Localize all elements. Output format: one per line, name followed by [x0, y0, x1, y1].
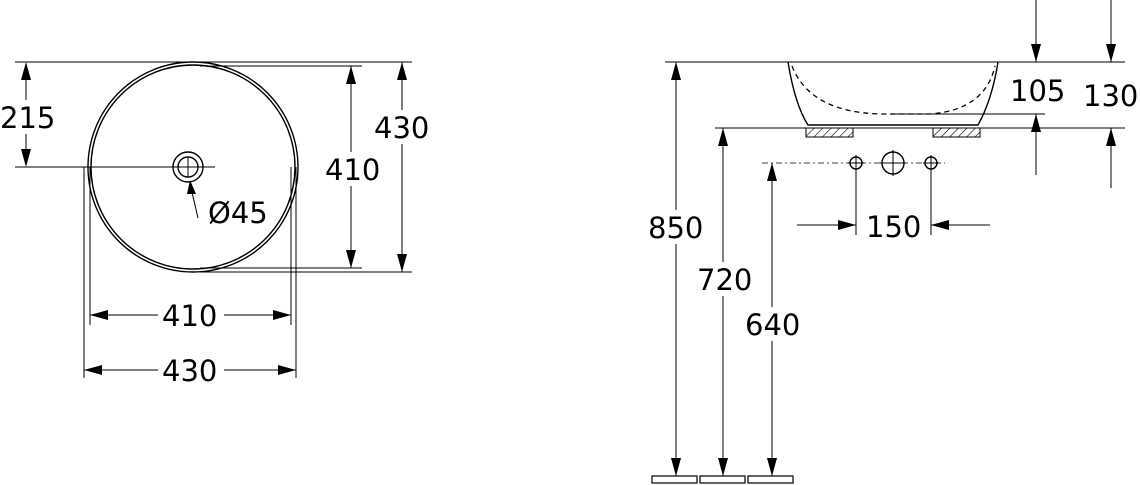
drain-leader-arrow	[187, 180, 196, 194]
tap-hole-left-icon	[848, 155, 864, 171]
dim-850-arrow-top	[671, 62, 681, 80]
dim-130-arrow-top	[1106, 44, 1116, 62]
side-view: 150 105 130 850 720 640	[648, 0, 1138, 484]
plan-view: Ø45 215 410 430 410 430	[0, 61, 432, 388]
dim-105-arrow-bottom	[1031, 114, 1041, 132]
dim-430h-arrow-right	[278, 365, 296, 375]
basin-outer-profile	[787, 61, 999, 126]
dim-850-arrow-bottom	[671, 458, 681, 476]
dim-430-vertical-label: 430	[374, 111, 429, 145]
dim-215-arrow-top	[21, 62, 31, 80]
dim-410v-arrow-top	[346, 66, 356, 84]
dim-410-horizontal-label: 410	[162, 299, 217, 333]
drain-icon	[172, 151, 204, 183]
floor-block-2	[699, 475, 746, 484]
dim-640-label: 640	[745, 308, 800, 342]
dim-130-arrow-bottom	[1106, 128, 1116, 146]
dim-150-arrow-left	[838, 220, 856, 230]
support-right	[932, 127, 981, 138]
dim-430v-arrow-bottom	[397, 254, 407, 272]
tap-hole-right-icon	[923, 155, 939, 171]
dim-720-label: 720	[697, 263, 752, 297]
dim-215-arrow-bottom	[21, 149, 31, 167]
dim-720-arrow-top	[718, 128, 728, 146]
dim-640-arrow-bottom	[767, 458, 777, 476]
dim-410h-arrow-left	[90, 310, 108, 320]
dim-850-label: 850	[648, 211, 703, 245]
dim-640-arrow-top	[767, 163, 777, 181]
dim-105-arrow-top	[1031, 44, 1041, 62]
dim-430-horizontal-label: 430	[162, 354, 217, 388]
dim-410h-arrow-right	[273, 310, 291, 320]
dim-410v-arrow-bottom	[346, 250, 356, 268]
dim-150-label: 150	[866, 210, 921, 244]
dim-410-vertical-label: 410	[325, 153, 380, 187]
dim-150-arrow-right	[931, 220, 949, 230]
dim-430v-arrow-top	[397, 62, 407, 80]
dim-720-arrow-bottom	[718, 458, 728, 476]
basin-inner-profile	[791, 65, 996, 115]
dim-130-label: 130	[1083, 79, 1138, 113]
support-left	[805, 127, 854, 138]
drain-diameter-label: Ø45	[208, 196, 268, 230]
dim-215-label: 215	[0, 101, 55, 135]
dim-430h-arrow-left	[84, 365, 102, 375]
floor-block-3	[747, 475, 794, 484]
tap-hole-centre-icon	[880, 150, 906, 176]
dim-105-label: 105	[1010, 74, 1065, 108]
floor-block-1	[651, 475, 698, 484]
